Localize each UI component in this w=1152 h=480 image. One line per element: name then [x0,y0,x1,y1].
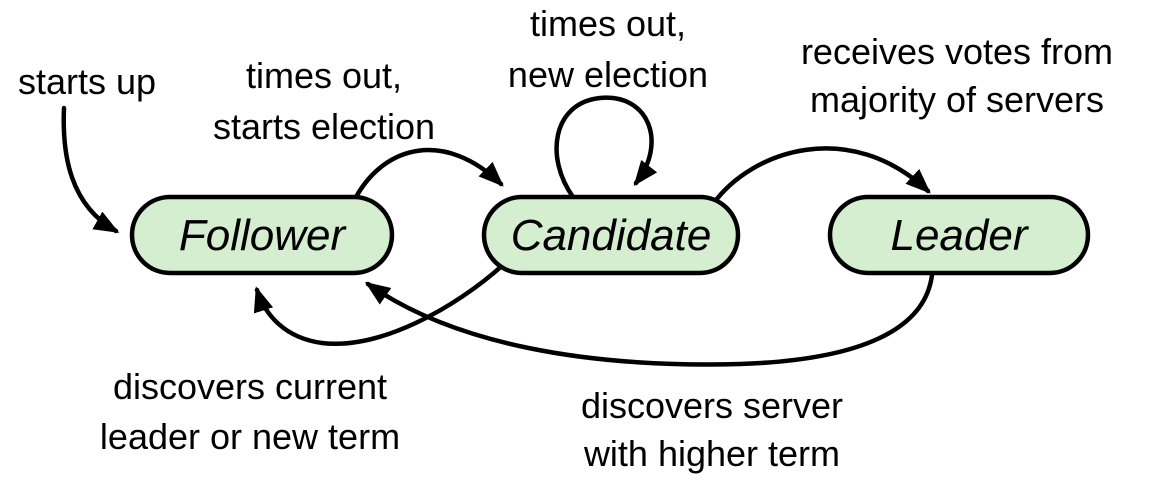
label-discovers-higher-term-line1: discovers server [581,385,843,426]
state-candidate-label: Candidate [511,211,712,260]
candidate-to-follower-arrow [253,262,506,347]
label-times-out-new-election-line1: times out, [530,3,686,44]
candidate-self-loop-arrow [554,95,658,200]
label-times-out-new-election-line2: new election [508,54,708,95]
state-follower-label: Follower [179,211,348,260]
label-receives-votes-line2: majority of servers [810,79,1104,120]
follower-to-candidate-arrow [353,147,504,200]
label-discovers-current-leader-line1: discovers current [113,366,387,407]
transition-arrows [61,95,935,367]
state-follower [129,194,395,276]
label-starts-up: starts up [18,61,156,102]
label-times-out-starts-election-line1: times out, [246,55,402,96]
state-leader [827,194,1091,276]
label-times-out-starts-election-line2: starts election [213,106,435,147]
starts-up-arrow [61,105,120,234]
label-receives-votes-line1: receives votes from [801,31,1113,72]
label-discovers-current-leader-line2: leader or new term [100,416,400,457]
candidate-to-leader-arrow [710,146,931,207]
label-discovers-higher-term-line2: with higher term [583,433,840,474]
state-candidate [481,194,741,276]
state-leader-label: Leader [890,211,1029,260]
transition-labels: starts up times out, starts election tim… [18,3,1113,474]
leader-to-follower-arrow [364,272,935,367]
state-nodes: Follower Candidate Leader [129,194,1091,276]
